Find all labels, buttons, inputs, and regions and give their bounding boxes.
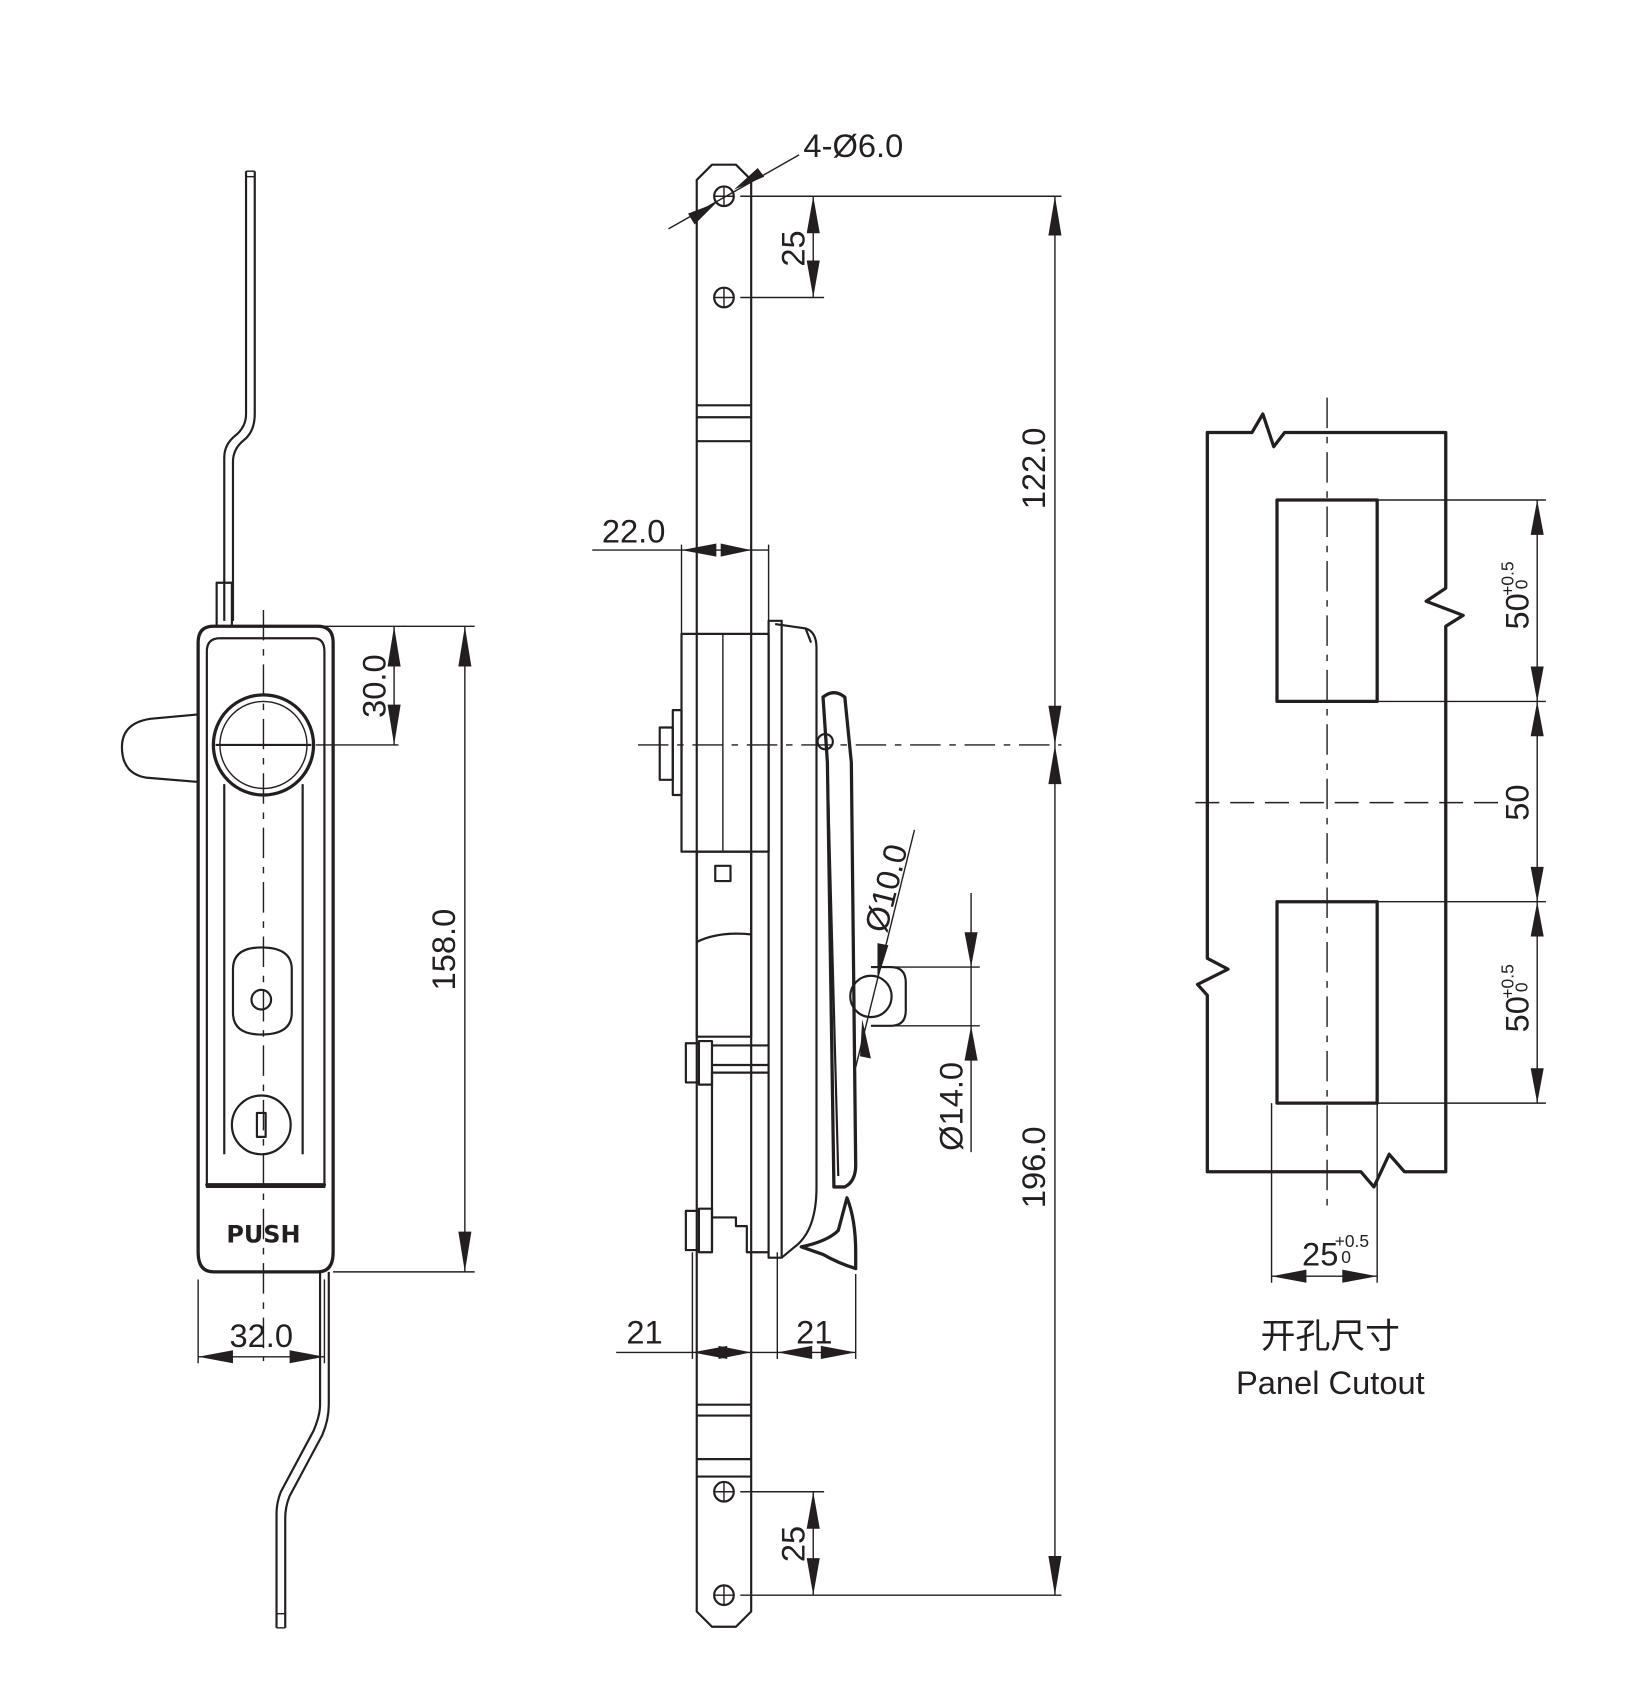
dim-rod-width: 22.0 [602, 512, 666, 549]
dim-knob-offset: 30.0 [355, 654, 392, 718]
svg-text:25: 25 [1302, 1235, 1338, 1272]
dim-upper-length: 122.0 [1015, 428, 1052, 510]
mounting-hole-icon [713, 185, 735, 1607]
caption-chinese: 开孔尺寸 [1261, 1317, 1400, 1356]
dim-hole-pitch-bottom: 25 [775, 1526, 812, 1562]
dim-upper-slot: 50 +0.5 0 [1497, 561, 1535, 629]
dim-hinge-diameter: Ø10.0 [857, 840, 914, 935]
svg-text:50: 50 [1498, 593, 1535, 629]
svg-text:+0.5: +0.5 [1335, 1231, 1369, 1251]
front-view: PUSH 30.0 158.0 32.0 [120, 170, 475, 1629]
dim-width: 32.0 [229, 1317, 293, 1354]
dim-holes: 4-Ø6.0 [803, 127, 903, 164]
svg-text:50: 50 [1498, 996, 1535, 1032]
dim-hole-pitch-top: 25 [775, 230, 812, 266]
svg-text:0: 0 [1511, 580, 1531, 590]
panel-cutout-view: 50 +0.5 0 50 50 +0.5 0 25 +0.5 0 开孔尺寸 Pa… [1195, 397, 1546, 1401]
dim-hinge-outer: Ø14.0 [932, 1062, 969, 1151]
svg-text:0: 0 [1511, 982, 1531, 992]
dim-lower-length: 196.0 [1015, 1126, 1052, 1208]
svg-text:+0.5: +0.5 [1497, 964, 1517, 998]
dim-lower-slot: 50 +0.5 0 [1497, 964, 1535, 1032]
dim-offset-right: 21 [796, 1314, 832, 1351]
dim-height: 158.0 [425, 909, 462, 991]
svg-text:0: 0 [1341, 1247, 1351, 1267]
push-button-label: PUSH [226, 1220, 300, 1248]
side-view: 4-Ø6.0 25 122.0 196.0 25 22.0 [592, 127, 1062, 1628]
dim-offset-left: 21 [626, 1314, 662, 1351]
dim-slot-width: 25 +0.5 0 [1302, 1231, 1369, 1273]
dim-slot-spacing: 50 [1498, 784, 1535, 820]
caption-english: Panel Cutout [1236, 1364, 1425, 1401]
svg-text:+0.5: +0.5 [1497, 561, 1517, 595]
